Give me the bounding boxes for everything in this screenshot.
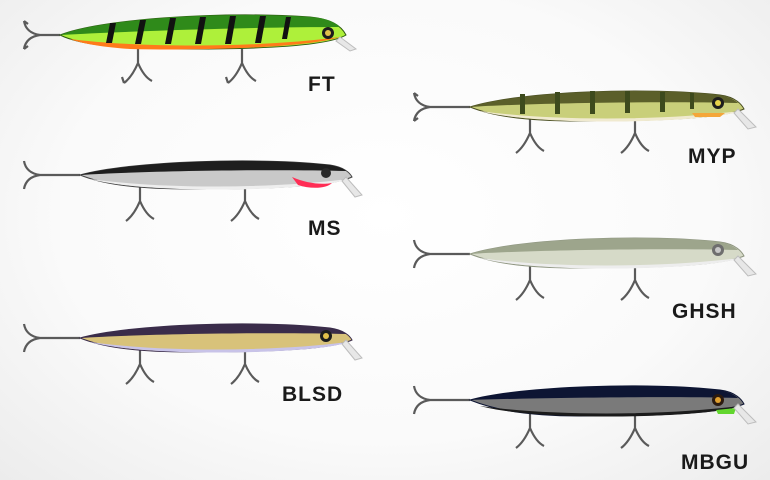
lure-myp xyxy=(400,83,760,163)
lure-blsd xyxy=(10,318,365,398)
lure-code-label: GHSH xyxy=(672,300,737,323)
lure-code-label: MS xyxy=(308,217,342,240)
treble-hook-icon xyxy=(22,20,257,84)
lure-ms xyxy=(10,155,365,235)
lure-code-label: BLSD xyxy=(282,383,344,406)
lure-code-label: FT xyxy=(308,73,336,96)
lure-ft xyxy=(10,5,358,95)
lure-mbgu xyxy=(400,378,760,458)
lure-code-label: MYP xyxy=(688,145,737,168)
lure-ghsh xyxy=(400,230,760,310)
lure-code-label: MBGU xyxy=(681,451,750,474)
